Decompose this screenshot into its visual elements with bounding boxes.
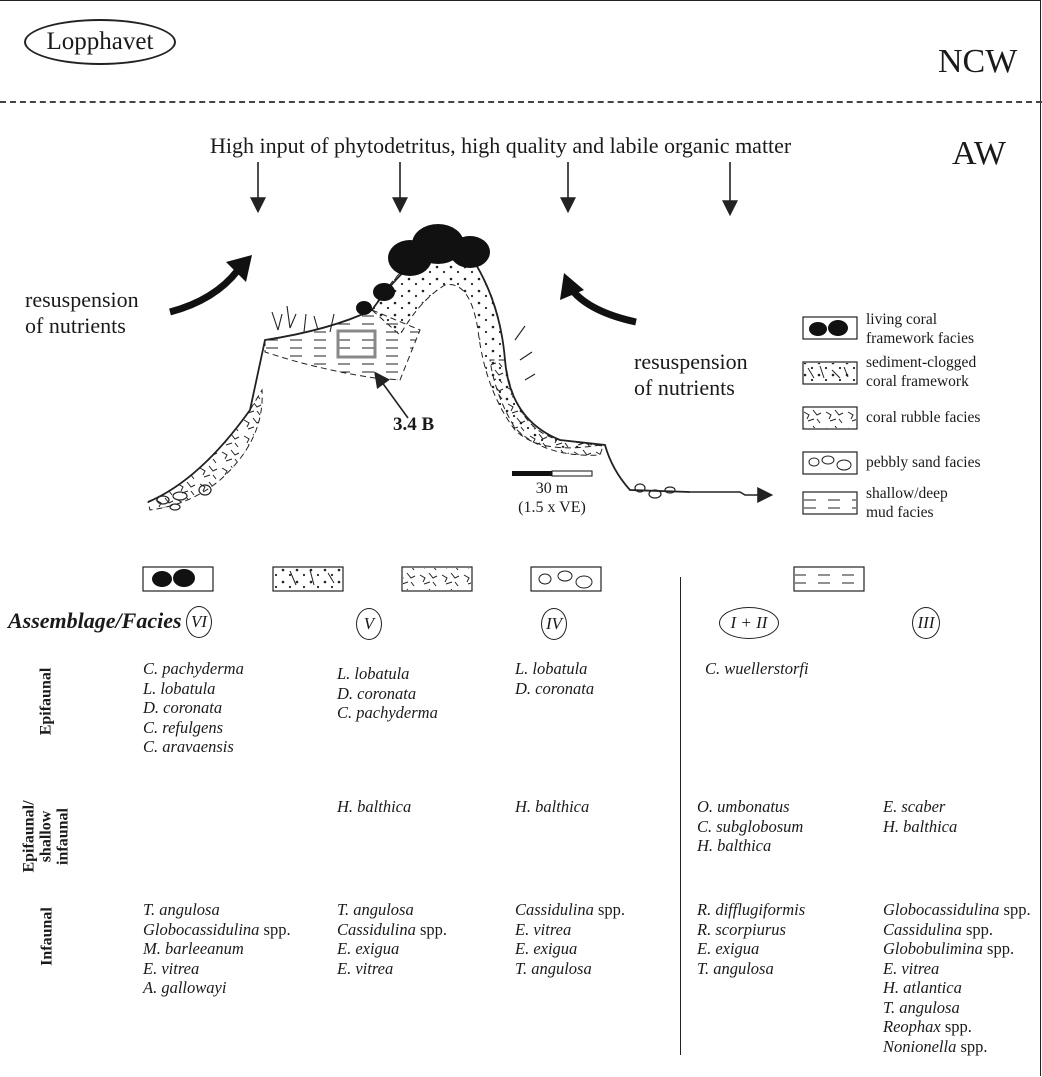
resuspension-arrow-left: [169, 267, 241, 316]
input-arrows: [250, 162, 738, 217]
species-name: C. wuellerstorfi: [705, 659, 809, 678]
row-label-epifaunal: Epifaunal: [37, 667, 55, 736]
species-name: A. gallowayi: [143, 978, 227, 997]
species-name: D. coronata: [337, 683, 417, 703]
water-mass-ncw: NCW: [938, 43, 1018, 80]
legend-label-rubble: coral rubble facies: [866, 409, 981, 426]
species-name: R. difflugiformis: [697, 900, 806, 919]
species-name: E. vitrea: [143, 958, 200, 978]
species-name: H. balthica: [883, 816, 958, 836]
assemblage-vi: VI: [186, 606, 212, 638]
species-name: H. balthica: [697, 836, 772, 855]
species-name: T. angulosa: [337, 900, 414, 919]
species-name: C. pachyderma: [337, 703, 438, 722]
species-name: R. scorpiurus: [697, 919, 786, 939]
figure-reference: 3.4 B: [393, 414, 435, 435]
species-name: D. coronata: [143, 698, 223, 717]
input-title: High input of phytodetritus, high qualit…: [210, 133, 792, 158]
species-name: D. coronata: [515, 678, 595, 698]
species-name: Globocassidulina spp.: [143, 919, 291, 939]
species-name: H. balthica: [515, 797, 590, 816]
species-name: Cassidulina spp.: [883, 919, 994, 939]
species-name: Reophax spp.: [883, 1017, 972, 1036]
species-list: H. balthica: [515, 797, 589, 817]
species-name: Cassidulina spp.: [337, 919, 448, 939]
species-name: C. aravaensis: [143, 737, 234, 756]
species-list: Globocassidulina spp.Cassidulina spp.Glo…: [883, 900, 1031, 1056]
species-name: T. angulosa: [143, 900, 220, 919]
species-name: E. exigua: [337, 939, 400, 958]
species-name: M. barleeanum: [143, 939, 244, 958]
assemblage-v: V: [356, 608, 382, 640]
column-divider: [680, 577, 681, 1055]
species-name: H. balthica: [337, 797, 412, 816]
species-name: Cassidulina spp.: [515, 900, 626, 919]
species-name: T. angulosa: [515, 958, 592, 978]
species-name: C. subglobosum: [697, 816, 804, 836]
species-name: Nonionella spp.: [883, 1036, 988, 1056]
assemblage-facies-label: Assemblage/Facies: [8, 608, 182, 633]
location-label: Lopphavet: [24, 19, 176, 65]
species-name: C. pachyderma: [143, 659, 244, 678]
species-name: E. scaber: [883, 797, 946, 816]
assemblage-i-ii: I + II: [719, 607, 779, 639]
living-coral-crown: [356, 224, 490, 315]
assemblage-iv: IV: [541, 608, 567, 640]
species-name: Globobulimina spp.: [883, 939, 1015, 958]
species-name: O. umbonatus: [697, 797, 790, 816]
species-name: E. exigua: [515, 939, 578, 958]
assemblage-iii: III: [912, 607, 940, 639]
species-name: E. vitrea: [883, 958, 940, 978]
species-name: T. angulosa: [883, 997, 960, 1017]
species-name: L. lobatula: [143, 678, 216, 698]
legend-label-pebbly: pebbly sand facies: [866, 454, 981, 471]
water-mass-aw: AW: [952, 135, 1006, 172]
species-name: C. refulgens: [143, 717, 224, 737]
species-name: E. vitrea: [337, 958, 394, 978]
species-list: H. balthica: [337, 797, 411, 817]
species-name: L. lobatula: [337, 664, 410, 683]
species-name: E. exigua: [697, 939, 760, 958]
scale-bar: [512, 470, 593, 477]
species-name: L. lobatula: [515, 659, 588, 678]
column-facies-swatches: [142, 566, 865, 592]
species-name: Globocassidulina spp.: [883, 900, 1031, 919]
scale-bar-label: 30 m(1.5 x VE): [518, 480, 586, 516]
legend-swatches: [802, 316, 858, 515]
water-mass-boundary: [0, 101, 1042, 103]
species-list: C. wuellerstorfi: [705, 659, 809, 679]
row-label-infaunal: Infaunal: [38, 907, 56, 966]
resuspension-arrow-right: [569, 287, 637, 326]
species-name: T. angulosa: [697, 958, 774, 978]
mound-cross-section: [147, 162, 774, 511]
species-name: H. atlantica: [883, 978, 962, 997]
species-name: E. vitrea: [515, 919, 572, 939]
sample-box: [336, 329, 377, 359]
